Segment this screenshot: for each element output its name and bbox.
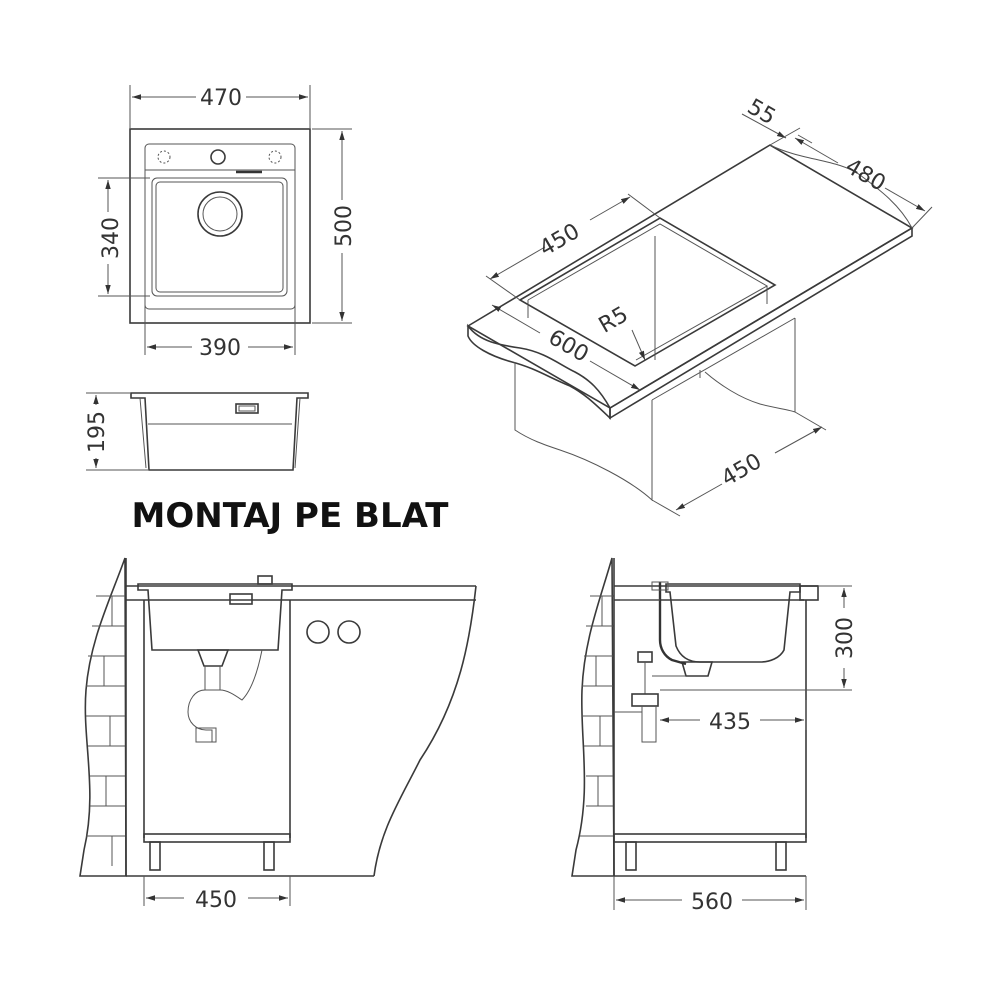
bowl-cutout <box>518 217 777 367</box>
sink-section <box>130 392 309 471</box>
side-install-view: 300 435 560 <box>571 557 858 915</box>
outlet-left <box>306 620 330 644</box>
mounting-heading: MONTAJ PE BLAT <box>132 496 450 536</box>
brick-pattern <box>86 595 126 866</box>
dim-450-bottom: 450 <box>717 449 766 492</box>
mounted-sink-side <box>665 583 801 663</box>
dim-195: 195 <box>85 411 110 453</box>
bowl-outline <box>151 177 288 297</box>
wall-cutaway <box>373 585 477 877</box>
dim-340: 340 <box>99 217 124 259</box>
cabinet-leg-left <box>149 841 161 871</box>
brick-wall-left <box>79 557 127 877</box>
outlet-right <box>337 620 361 644</box>
tap-hole-left <box>157 150 171 164</box>
cabinet-leg-left-side <box>625 841 637 871</box>
side-section: 195 <box>85 392 309 471</box>
drain-basket <box>196 649 230 667</box>
dim-560: 560 <box>691 890 733 915</box>
dim-600: 600 <box>544 325 593 368</box>
dim-450-front: 450 <box>195 888 237 913</box>
drain-outer <box>197 191 243 237</box>
overflow-slot <box>235 403 259 414</box>
cabinet-leg-right-side <box>775 841 787 871</box>
dim-390: 390 <box>199 336 241 361</box>
top-view: 470 500 340 390 <box>98 85 357 361</box>
dim-300: 300 <box>833 617 858 659</box>
dim-55: 55 <box>743 95 780 131</box>
sink-outline <box>129 128 311 324</box>
label-r5: R5 <box>595 302 633 338</box>
mounted-sink <box>137 583 293 651</box>
front-install-view: 450 <box>79 557 477 913</box>
tap-hole-center <box>210 149 226 165</box>
isometric-view: 55 480 450 R5 600 450 <box>466 95 933 517</box>
dim-435: 435 <box>709 710 751 735</box>
brick-wall-right <box>571 557 615 877</box>
dim-470: 470 <box>200 86 242 111</box>
dim-450-top: 450 <box>535 219 584 262</box>
cabinet-leg-right <box>263 841 275 871</box>
tap-hole-right <box>268 150 282 164</box>
dim-500: 500 <box>332 205 357 247</box>
drain-inner <box>202 196 238 232</box>
